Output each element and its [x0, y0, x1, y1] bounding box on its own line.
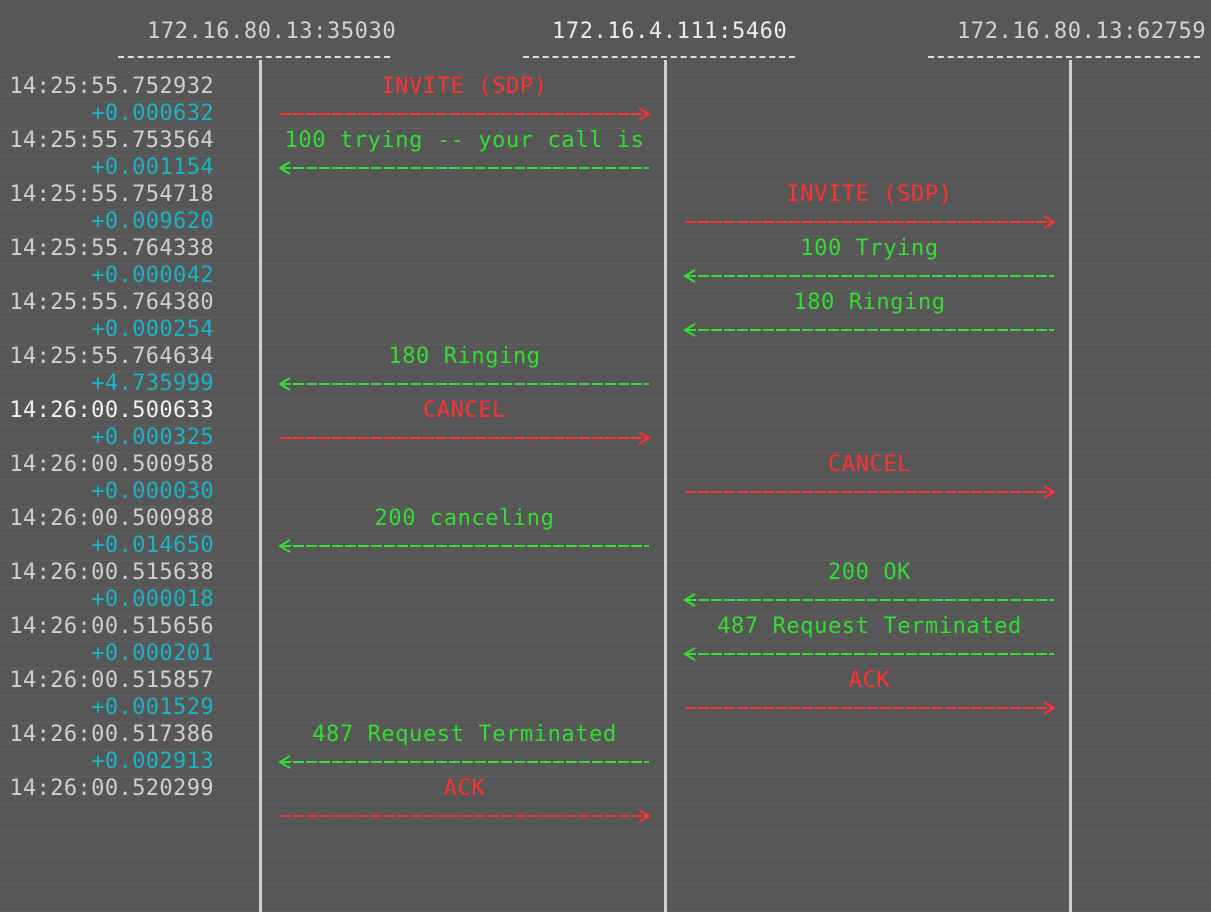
message-label: 200 canceling — [374, 506, 555, 531]
message-label: 100 Trying — [800, 236, 939, 261]
time-delta: +0.001529 — [91, 695, 214, 720]
message-label: 487 Request Terminated — [717, 614, 1022, 639]
time-delta: +0.000254 — [91, 317, 214, 342]
arrow-right — [685, 485, 1056, 499]
message-label: 180 Ringing — [793, 290, 946, 315]
timestamp: 14:26:00.500958 — [9, 452, 214, 477]
host-underline-callee — [928, 56, 1200, 58]
host-label-callee: 172.16.80.13:62759 — [957, 19, 1207, 44]
timestamp: 14:25:55.764634 — [9, 344, 214, 369]
arrow-left — [683, 593, 1054, 607]
timestamp: 14:26:00.515656 — [9, 614, 214, 639]
arrow-left — [683, 323, 1054, 337]
arrow-left — [278, 755, 649, 769]
lifeline-caller — [259, 60, 262, 912]
time-delta: +0.009620 — [91, 209, 214, 234]
message-label: INVITE (SDP) — [786, 182, 953, 207]
timestamp: 14:25:55.752932 — [9, 74, 214, 99]
message-label: 200 OK — [827, 560, 912, 585]
lifeline-callee — [1069, 60, 1072, 912]
timestamp: 14:26:00.520299 — [9, 776, 214, 801]
arrow-right — [280, 107, 651, 121]
message-label: CANCEL — [422, 398, 507, 423]
arrow-left — [683, 647, 1054, 661]
timestamp: 14:25:55.753564 — [9, 128, 214, 153]
message-label: ACK — [443, 776, 486, 801]
timestamp: 14:26:00.500988 — [9, 506, 214, 531]
arrow-left — [683, 269, 1054, 283]
time-delta: +0.000018 — [91, 587, 214, 612]
arrow-right — [685, 701, 1056, 715]
timestamp: 14:25:55.764338 — [9, 236, 214, 261]
time-delta: +0.002913 — [91, 749, 214, 774]
time-delta: +0.001154 — [91, 155, 214, 180]
message-label: 487 Request Terminated — [312, 722, 617, 747]
arrow-right — [280, 809, 651, 823]
arrow-right — [280, 431, 651, 445]
message-label: 100 trying -- your call is — [284, 128, 645, 153]
time-delta: +0.000201 — [91, 641, 214, 666]
message-label: ACK — [848, 668, 891, 693]
host-label-proxy: 172.16.4.111:5460 — [552, 19, 788, 44]
timestamp: 14:26:00.500633 — [9, 398, 214, 423]
arrow-left — [278, 161, 649, 175]
message-label: 180 Ringing — [388, 344, 541, 369]
time-delta: +0.000030 — [91, 479, 214, 504]
timestamp: 14:26:00.517386 — [9, 722, 214, 747]
message-label: INVITE (SDP) — [381, 74, 548, 99]
timestamp: 14:25:55.754718 — [9, 182, 214, 207]
host-label-caller: 172.16.80.13:35030 — [147, 19, 397, 44]
time-delta: +0.000042 — [91, 263, 214, 288]
arrow-right — [685, 215, 1056, 229]
arrow-left — [278, 377, 649, 391]
time-delta: +0.014650 — [91, 533, 214, 558]
timestamp: 14:25:55.764380 — [9, 290, 214, 315]
host-underline-proxy — [523, 56, 795, 58]
lifeline-proxy — [664, 60, 667, 912]
timestamp: 14:26:00.515857 — [9, 668, 214, 693]
timestamp: 14:26:00.515638 — [9, 560, 214, 585]
message-label: CANCEL — [827, 452, 912, 477]
time-delta: +4.735999 — [91, 371, 214, 396]
time-delta: +0.000632 — [91, 101, 214, 126]
time-delta: +0.000325 — [91, 425, 214, 450]
host-underline-caller — [118, 56, 390, 58]
arrow-left — [278, 539, 649, 553]
